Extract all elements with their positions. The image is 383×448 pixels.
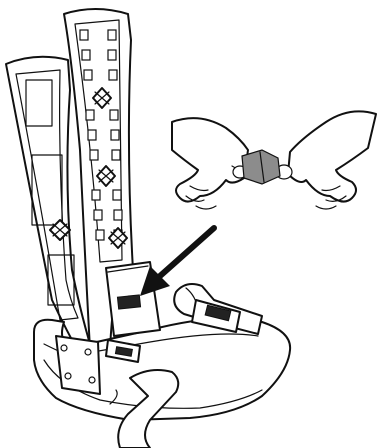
hook-loop-patch	[117, 295, 140, 309]
heel-bracket	[56, 336, 100, 394]
hands-detail	[172, 111, 376, 209]
